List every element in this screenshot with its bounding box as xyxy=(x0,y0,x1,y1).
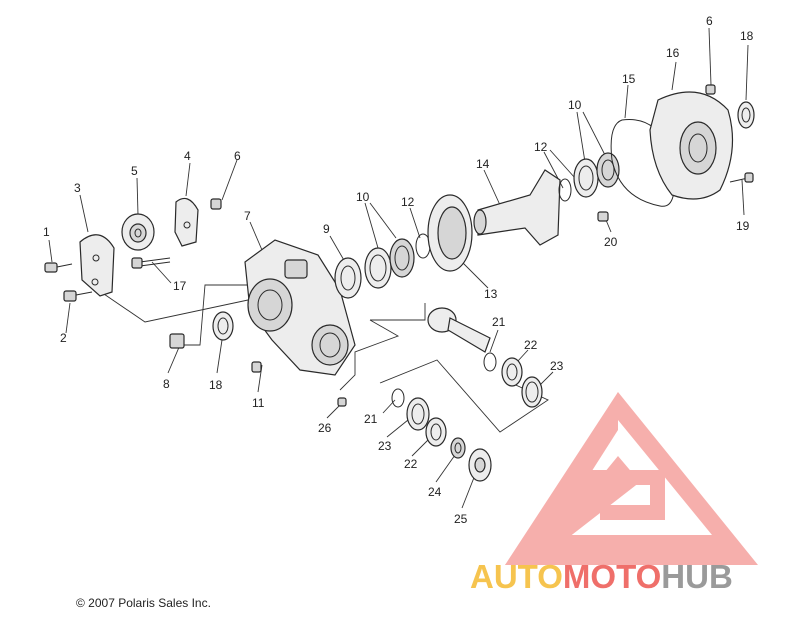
callout: 15 xyxy=(622,72,636,86)
callout: 21 xyxy=(364,412,378,426)
callout: 25 xyxy=(454,512,468,526)
callout: 12 xyxy=(401,195,415,209)
callout: 6 xyxy=(234,149,241,163)
callout: 19 xyxy=(736,219,750,233)
callout: 22 xyxy=(524,338,538,352)
callout: 18 xyxy=(740,29,754,43)
part-coupler-5 xyxy=(121,213,155,251)
callout: 12 xyxy=(534,140,548,154)
part-cover-16 xyxy=(649,91,734,200)
callout: 13 xyxy=(484,287,498,301)
part-race-23-right xyxy=(521,376,543,408)
callout: 23 xyxy=(378,439,392,453)
part-washer-21-right xyxy=(483,352,497,372)
callout: 8 xyxy=(163,377,170,391)
callout: 3 xyxy=(74,181,81,195)
part-bearing-22-left xyxy=(425,417,447,447)
part-bolt-2 xyxy=(63,290,93,302)
watermark-auto: AUTO xyxy=(470,558,563,595)
part-bracket-4 xyxy=(174,197,199,247)
callout: 21 xyxy=(492,315,506,329)
watermark-logo xyxy=(505,392,758,565)
part-bolt-20 xyxy=(597,211,609,222)
callout: 9 xyxy=(323,222,330,236)
part-plug-8 xyxy=(169,333,185,349)
part-bearing-10-right xyxy=(573,152,620,198)
callout: 4 xyxy=(184,149,191,163)
callout-labels: 1 2 3 4 5 6 6 7 8 9 10 10 11 12 12 13 14… xyxy=(43,14,754,526)
part-hub-14 xyxy=(473,169,561,246)
part-washer-21-left xyxy=(391,388,405,408)
part-bracket-3 xyxy=(79,234,115,297)
callout: 14 xyxy=(476,157,490,171)
part-bolt-1 xyxy=(44,262,73,273)
watermark-brand: AUTOMOTOHUB xyxy=(470,558,733,596)
callout: 20 xyxy=(604,235,618,249)
part-seal-18-right xyxy=(737,101,755,129)
watermark-moto: MOTO xyxy=(562,558,662,595)
callout: 23 xyxy=(550,359,564,373)
part-pinion-shaft xyxy=(427,307,491,353)
callout: 6 xyxy=(706,14,713,28)
part-nut-6 xyxy=(210,198,222,210)
part-stud-17 xyxy=(131,257,171,269)
callout: 7 xyxy=(244,209,251,223)
callout: 24 xyxy=(428,485,442,499)
part-ring-gear-13 xyxy=(427,194,473,272)
callout: 26 xyxy=(318,421,332,435)
part-nut-6-right xyxy=(705,84,716,95)
callout: 10 xyxy=(356,190,370,204)
callout: 11 xyxy=(252,396,265,410)
part-bolt-19 xyxy=(729,172,754,183)
part-ring-12-right xyxy=(558,178,572,202)
part-seal-25 xyxy=(468,448,492,482)
callout: 10 xyxy=(568,98,582,112)
part-ring-24 xyxy=(450,437,466,459)
callout: 1 xyxy=(43,225,50,239)
watermark-hub: HUB xyxy=(661,558,733,595)
part-race-23-left xyxy=(406,397,430,431)
part-fitting-26 xyxy=(337,397,347,407)
copyright-text: © 2007 Polaris Sales Inc. xyxy=(76,596,211,610)
callout: 2 xyxy=(60,331,67,345)
part-seal-9 xyxy=(334,257,362,299)
callout: 22 xyxy=(404,457,418,471)
part-housing-7 xyxy=(244,239,356,376)
part-fitting-11 xyxy=(251,361,262,373)
callout: 17 xyxy=(173,279,187,293)
callout: 16 xyxy=(666,46,680,60)
part-bearing-22-right xyxy=(501,357,523,387)
part-seal-18-left xyxy=(212,311,234,341)
callout: 5 xyxy=(131,164,138,178)
part-bearing-10-left xyxy=(364,238,415,289)
callout: 18 xyxy=(209,378,223,392)
